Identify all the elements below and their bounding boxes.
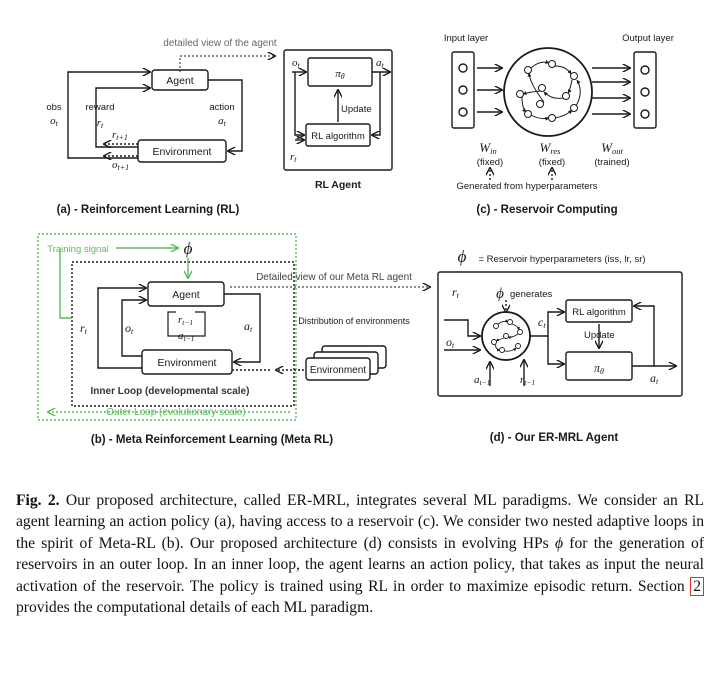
obs-label: obs (46, 102, 62, 113)
obs-symbol: ot (50, 115, 59, 128)
rl-policy-label: πθ (335, 68, 345, 81)
output-layer-box (633, 51, 657, 129)
environment-box-a (137, 139, 227, 163)
c-symbol-d: ct (538, 315, 546, 330)
dist-env-box (305, 357, 371, 381)
phi-generates-symbol: ϕ (496, 286, 504, 302)
rl-update-label: Update (341, 104, 372, 115)
training-signal-label: Training signal (47, 244, 108, 255)
reservoir-nodes (516, 60, 578, 122)
input-layer-box (451, 51, 475, 129)
dist-env-label: Environment (310, 365, 366, 376)
r-prev-symbol-b: rt−1 (178, 314, 193, 327)
hp-note: = Reservoir hyperparameters (iss, lr, sr… (478, 254, 645, 265)
a-prev-symbol-b: at−1 (178, 330, 194, 343)
o-symbol-b: ot (125, 321, 134, 336)
agent-label-a: Agent (166, 75, 194, 87)
reward-symbol: rt (97, 117, 104, 130)
w-out-symbol: Wout (601, 140, 623, 156)
a-symbol-d: at (650, 371, 659, 386)
distribution-label: Distribution of environments (298, 316, 410, 326)
panel-c: Input layer Output layer (444, 33, 674, 216)
rl-o-symbol: ot (292, 57, 301, 70)
reward-next-symbol: rt+1 (112, 129, 128, 142)
obs-next-symbol: ot+1 (112, 159, 129, 172)
panel-d: ϕ = Reservoir hyperparameters (iss, lr, … (437, 247, 683, 444)
caption-text-1: Our proposed architecture, called ER-MRL… (16, 492, 705, 552)
action-label: action (209, 102, 234, 113)
r-symbol-b: rt (80, 321, 88, 336)
r-symbol-d: rt (452, 285, 460, 300)
rl-r-symbol: rt (290, 151, 297, 164)
input-layer-label: Input layer (444, 33, 488, 44)
policy-label-d: πθ (594, 361, 604, 376)
outer-loop-frame (37, 233, 297, 421)
rl-a-symbol: at (376, 57, 385, 70)
environment-box-b (141, 349, 233, 375)
outer-loop-label: Outer Loop (evolutionary scale) (106, 407, 246, 418)
phi-symbol-b: ϕ (184, 239, 193, 258)
rl-algorithm-box (305, 123, 371, 147)
panel-a-top-note: detailed view of the agent (163, 38, 277, 49)
rl-agent-detail: ot at rt πθ Update RL algorithm RL Agent (283, 49, 393, 191)
caption-text-3: provides the computational details of ea… (16, 599, 374, 617)
output-layer-label: Output layer (622, 33, 674, 44)
rl-algorithm-label-d: RL algorithm (572, 307, 626, 318)
panel-c-caption: (c) - Reservoir Computing (476, 204, 617, 216)
r-prev-symbol-d: rt−1 (520, 374, 535, 387)
a-symbol-b: at (244, 319, 253, 334)
section-ref-link[interactable]: 2 (690, 576, 704, 596)
detail-arrow-a (179, 56, 275, 72)
reward-label: reward (85, 102, 114, 113)
w-in-note: (fixed) (477, 157, 503, 168)
w-res-symbol: Wres (540, 140, 562, 156)
w-out-note: (trained) (594, 157, 629, 168)
w-in-symbol: Win (479, 140, 496, 156)
a-prev-symbol-d: at−1 (474, 374, 490, 387)
update-label-d: Update (584, 330, 615, 341)
w-res-note: (fixed) (539, 157, 565, 168)
caption-text-2: for the generation of reservoirs in an o… (16, 534, 705, 595)
rl-algorithm-label: RL algorithm (311, 131, 365, 142)
environment-label-a: Environment (153, 146, 212, 158)
generates-label: generates (510, 289, 553, 300)
figure-caption: Fig. 2. Our proposed architecture, calle… (16, 490, 704, 618)
generated-label: Generated from hyperparameters (457, 181, 598, 192)
er-mrl-agent-frame (437, 271, 683, 397)
panel-a-caption: (a) - Reinforcement Learning (RL) (57, 204, 240, 216)
inner-loop-label: Inner Loop (developmental scale) (91, 386, 250, 397)
phi-symbol-d: ϕ (458, 247, 467, 266)
panel-d-caption: (d) - Our ER-MRL Agent (490, 432, 619, 444)
caption-phi: ϕ (554, 534, 564, 552)
rl-agent-label: RL Agent (315, 179, 362, 191)
detail-note-b: Detailed view of our Meta RL agent (256, 272, 412, 283)
action-symbol: at (218, 115, 227, 128)
rl-algorithm-box-d (565, 299, 633, 323)
environment-label-b: Environment (158, 357, 217, 369)
panel-b-caption: (b) - Meta Reinforcement Learning (Meta … (91, 434, 333, 446)
reservoir-circle (503, 47, 593, 137)
panel-b: Training signal ϕ Agent Environment Deta… (37, 233, 430, 446)
panel-a: detailed view of the agent Agent Environ… (46, 38, 277, 216)
caption-label: Fig. 2. (16, 492, 60, 509)
o-symbol-d: ot (446, 335, 455, 350)
reservoir-circle-d (481, 311, 531, 361)
figure-diagram: detailed view of the agent Agent Environ… (37, 33, 683, 446)
inner-loop-frame (71, 261, 295, 407)
agent-label-b: Agent (172, 289, 200, 301)
